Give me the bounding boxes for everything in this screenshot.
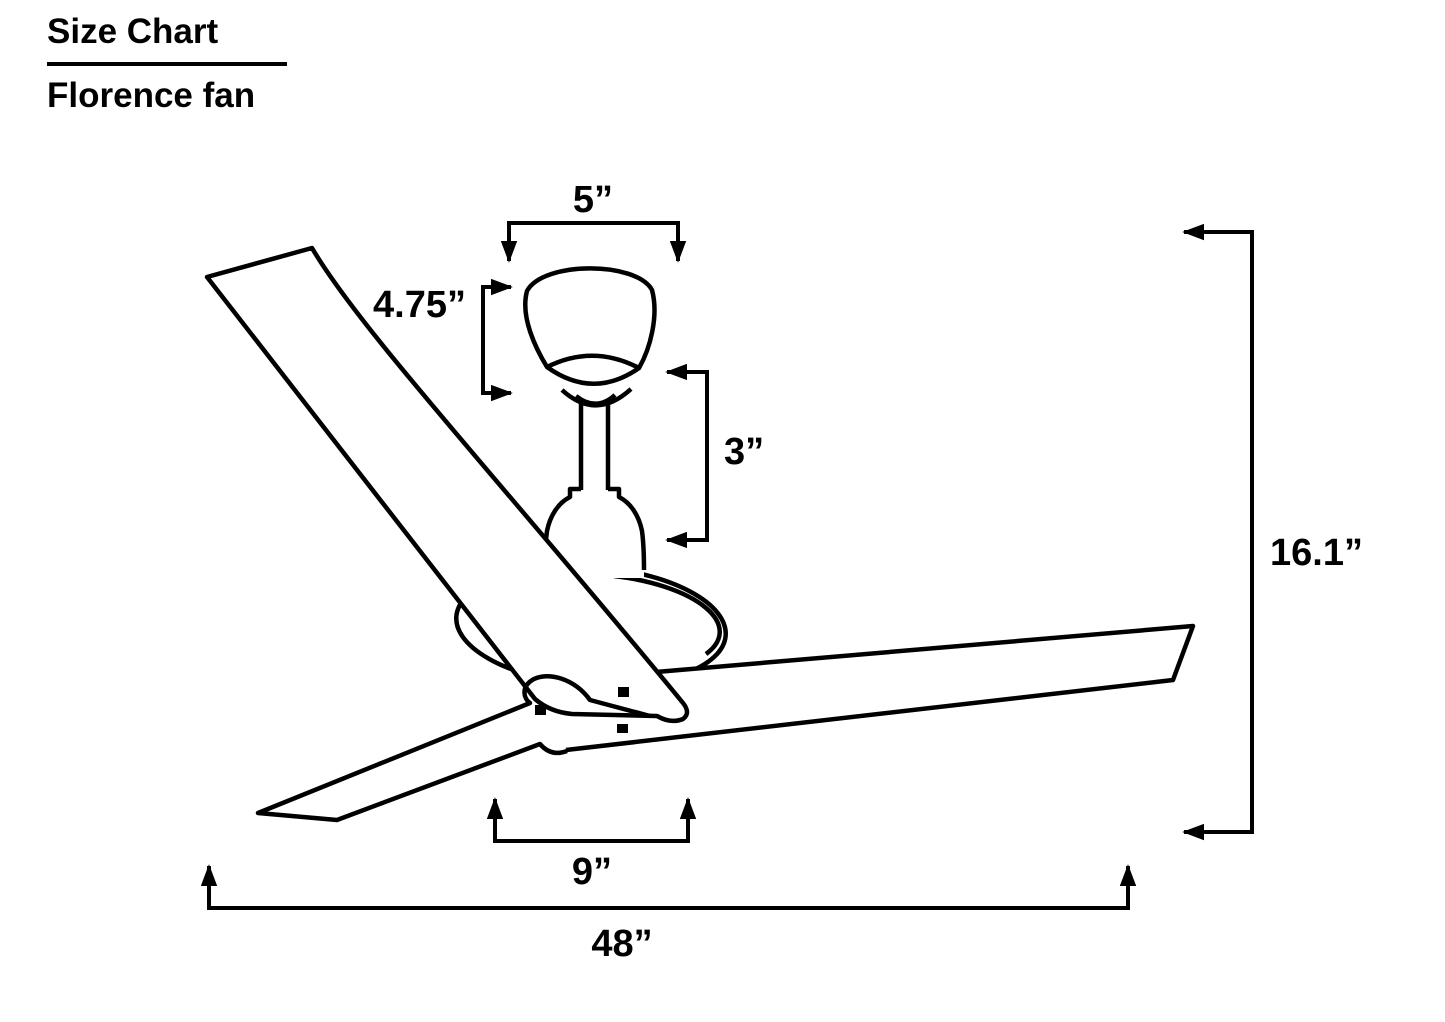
dim-line-downrod-length <box>665 363 709 549</box>
dim-line-overall-height <box>1182 223 1254 841</box>
dim-downrod-length: 3” <box>665 363 764 549</box>
bracket-screws <box>535 687 629 733</box>
dim-canopy-height: 4.75” <box>373 278 513 402</box>
dim-line-canopy-height <box>481 278 513 402</box>
screw-icon <box>535 705 546 715</box>
motor-housing-rim <box>613 573 722 656</box>
dim-label-canopy-width: 5” <box>573 179 613 221</box>
canopy-rim-arc <box>545 353 641 370</box>
downrod <box>578 394 611 491</box>
dim-label-canopy-height: 4.75” <box>373 284 466 326</box>
canopy-body <box>523 266 657 386</box>
dim-label-motor-width: 9” <box>572 851 612 893</box>
dim-line-canopy-width <box>500 221 687 263</box>
fan-drawing <box>204 245 1196 823</box>
dim-line-motor-width <box>486 797 697 843</box>
collar-inner-arc <box>574 393 617 406</box>
dim-overall-height: 16.1” <box>1182 223 1363 841</box>
screw-icon <box>618 687 629 697</box>
dim-line-blade-sweep <box>200 864 1137 910</box>
blade-upper-left <box>204 245 690 724</box>
dimension-annotations: 5” 4.75” 3” 16.1” 9” <box>200 179 1363 965</box>
title-underline <box>47 62 287 66</box>
dim-motor-width: 9” <box>486 797 697 893</box>
dim-label-overall-height: 16.1” <box>1270 532 1363 574</box>
title-block: Size Chart Florence fan <box>47 14 287 113</box>
dim-blade-sweep: 48” <box>200 864 1137 965</box>
dim-label-blade-sweep: 48” <box>591 923 652 965</box>
canopy <box>523 266 657 386</box>
dim-label-downrod-length: 3” <box>724 431 764 473</box>
product-name: Florence fan <box>47 76 256 115</box>
dim-canopy-width: 5” <box>500 179 687 263</box>
screw-icon <box>617 724 628 733</box>
blade-lower-left <box>255 674 651 823</box>
canopy-collar <box>560 387 633 408</box>
page-title: Size Chart <box>47 12 219 51</box>
